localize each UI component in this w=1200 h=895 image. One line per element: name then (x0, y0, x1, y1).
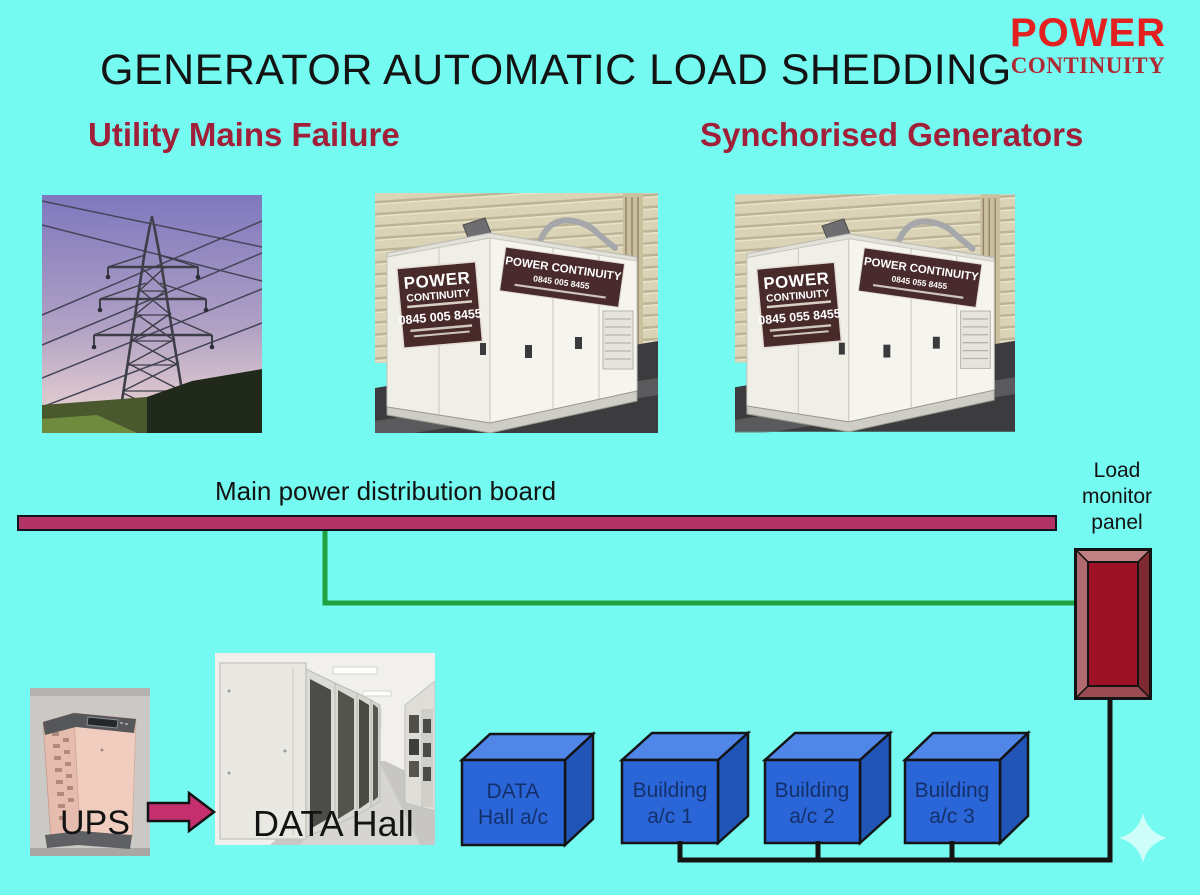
ups-display (86, 716, 119, 729)
ac-box-label: Hall a/c (478, 806, 548, 829)
base-skid (386, 390, 638, 433)
ac-box-label: a/c 2 (789, 805, 835, 828)
ac-box-label: Building (775, 779, 850, 802)
ac-boxes: DATA Hall a/c Building a/c 1 Building a/… (458, 730, 1032, 848)
ceiling-light (332, 666, 378, 675)
heading-utility-mains-failure: Utility Mains Failure (88, 116, 400, 153)
front-sign: POWER CONTINUITY 0845 005 8455 (396, 260, 484, 350)
page-title: GENERATOR AUTOMATIC LOAD SHEDDING (100, 46, 1012, 94)
exhaust-pipe (538, 217, 618, 251)
ups-front-face (73, 712, 137, 839)
exhaust-pipe (896, 218, 976, 252)
near-cabinet (219, 662, 307, 840)
ac-box-label: Building (915, 779, 990, 802)
logo-continuity-text: CONTINUITY (1010, 53, 1166, 78)
ac-box-data-hall (458, 731, 597, 848)
door-latches (838, 336, 940, 358)
vent-slots (52, 732, 74, 820)
sparkle-icon (1119, 813, 1167, 863)
tree-line (147, 369, 262, 433)
ac-box-label: a/c 1 (647, 805, 693, 828)
grass-foreground (42, 415, 137, 433)
data-hall-photo (215, 653, 435, 845)
ac-box-label: a/c 3 (929, 805, 975, 828)
distribution-board-bar (17, 515, 1057, 531)
base-skid (746, 389, 995, 433)
load-monitor-panel (1074, 548, 1152, 700)
door-latches (480, 337, 582, 358)
rack-row-right (404, 680, 435, 812)
logo-power-text: POWER (1009, 11, 1167, 55)
ceiling-light-2 (362, 690, 392, 697)
main-distribution-board-label: Main power distribution board (215, 476, 557, 506)
insulators (91, 274, 215, 350)
heading-synchorised-generators: Synchorised Generators (700, 116, 1084, 153)
load-monitor-panel-label: Load monitor panel (1081, 459, 1153, 534)
louver-grille (960, 310, 991, 369)
front-sign: POWER CONTINUITY 0845 055 8455 (755, 261, 843, 349)
ups-base (45, 831, 132, 849)
ac-box-label: DATA (487, 780, 540, 803)
green-feed-line (322, 531, 1074, 606)
front-sign-continuity: CONTINUITY (766, 288, 830, 304)
side-sign: POWER CONTINUITY 0845 005 8455 (499, 246, 626, 308)
ups-label: UPS (60, 804, 130, 842)
louver-grille (602, 310, 634, 370)
generator-photo-2: POWER CONTINUITY 0845 055 8455 POWER CON… (735, 194, 1015, 433)
generator-photo-1: POWER CONTINUITY 0845 005 8455 POWER CON… (375, 193, 658, 433)
ac-box-label: Building (633, 779, 708, 802)
utility-pylon-photo (42, 195, 262, 433)
front-sign-continuity: CONTINUITY (406, 287, 471, 305)
rack-row-left (305, 668, 381, 838)
flow-arrow-icon (146, 790, 217, 834)
ups-photo (30, 688, 150, 856)
data-hall-label: DATA Hall (253, 803, 414, 844)
powercontinuity-logo: POWER CONTINUITY (998, 12, 1178, 78)
